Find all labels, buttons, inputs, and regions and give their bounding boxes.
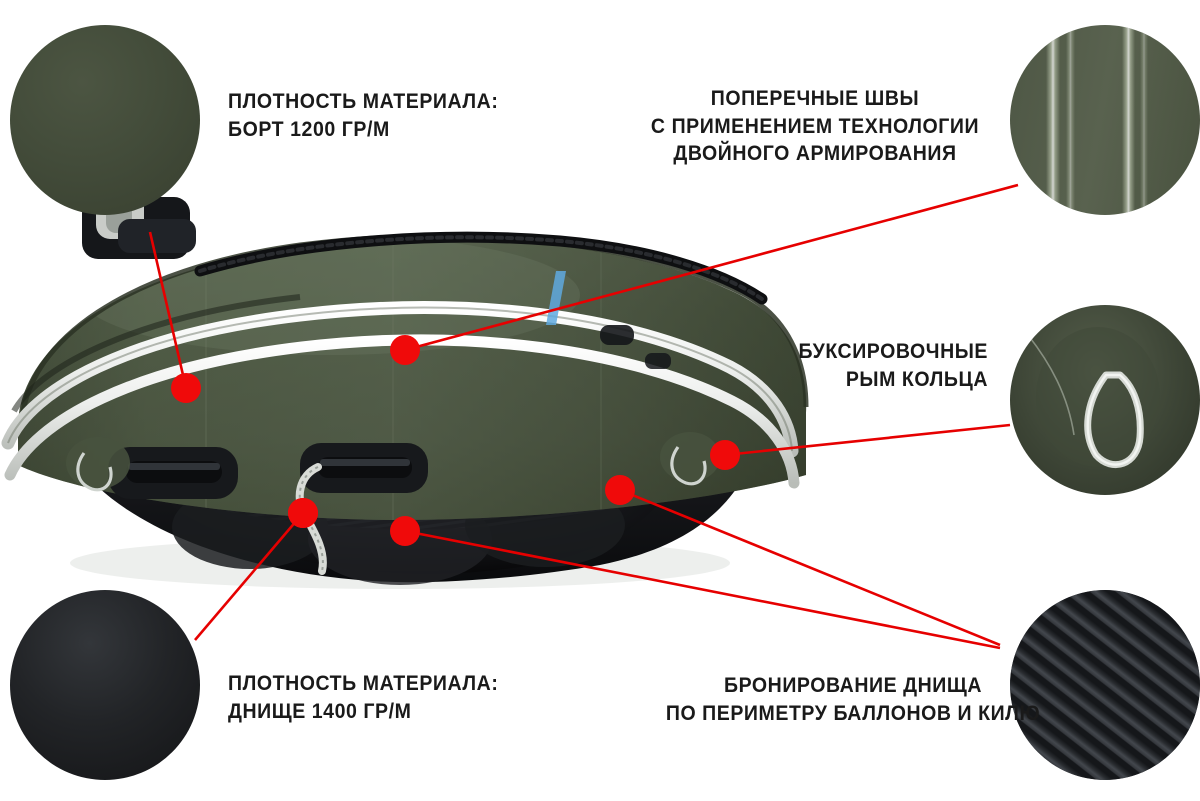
label-material-density-bottom: ПЛОТНОСТЬ МАТЕРИАЛА: ДНИЩЕ 1400 ГР/М xyxy=(228,670,498,725)
seam-fabric-texture xyxy=(1010,25,1200,215)
seam-stripe-2 xyxy=(1066,25,1075,215)
leader-armor-right xyxy=(619,488,1001,647)
marker-bottom-fabric[interactable] xyxy=(288,498,318,528)
marker-d-ring-right[interactable] xyxy=(710,440,740,470)
label-line: РЫМ КОЛЬЦА xyxy=(845,367,988,391)
label-line: ДНИЩЕ 1400 ГР/М xyxy=(228,699,412,723)
inset-bottom-fabric-swatch xyxy=(10,590,200,780)
leader-tube-fabric xyxy=(148,231,188,389)
leader-armor-center xyxy=(404,529,1001,650)
label-material-density-tube: ПЛОТНОСТЬ МАТЕРИАЛА: БОРТ 1200 ГР/М xyxy=(228,88,498,143)
leader-bottom-fabric xyxy=(194,512,304,641)
label-bottom-armoring: БРОНИРОВАНИЕ ДНИЩА ПО ПЕРИМЕТРУ БАЛЛОНОВ… xyxy=(666,672,1040,727)
seam-stripe-1 xyxy=(1046,25,1060,215)
bottom-fabric-texture xyxy=(10,590,200,780)
label-line: БОРТ 1200 ГР/М xyxy=(228,117,390,141)
label-line: ПОПЕРЕЧНЫЕ ШВЫ xyxy=(710,87,920,110)
label-line: БУКСИРОВОЧНЫЕ xyxy=(798,340,988,363)
carry-handle-left xyxy=(108,447,238,499)
label-line: ПЛОТНОСТЬ МАТЕРИАЛА: xyxy=(228,672,499,695)
seam-stripe-3 xyxy=(1122,25,1135,215)
label-line: ПЛОТНОСТЬ МАТЕРИАЛА: xyxy=(228,90,499,113)
inset-d-ring-closeup xyxy=(1010,305,1200,495)
d-ring-left xyxy=(66,437,130,492)
d-ring-right xyxy=(660,432,720,486)
marker-armor-right[interactable] xyxy=(605,475,635,505)
inset-tube-fabric-swatch xyxy=(10,25,200,215)
marker-tube-fabric[interactable] xyxy=(171,373,201,403)
marker-seam[interactable] xyxy=(390,335,420,365)
carry-handle-right xyxy=(300,443,428,493)
seam-stripe-4 xyxy=(1140,25,1148,215)
label-transverse-seams: ПОПЕРЕЧНЫЕ ШВЫ С ПРИМЕНЕНИЕМ ТЕХНОЛОГИИ … xyxy=(651,85,979,168)
leader-d-ring xyxy=(724,423,1011,457)
tube-fabric-texture xyxy=(10,25,200,215)
armor-rib-texture xyxy=(1010,590,1200,780)
inset-seam-closeup xyxy=(1010,25,1200,215)
inset-armor-texture xyxy=(1010,590,1200,780)
label-towing-eye-rings: БУКСИРОВОЧНЫЕ РЫМ КОЛЬЦА xyxy=(798,338,988,393)
label-line: С ПРИМЕНЕНИЕМ ТЕХНОЛОГИИ xyxy=(650,114,980,138)
boat-illustration xyxy=(1,185,809,589)
label-line: ДВОЙНОГО АРМИРОВАНИЯ xyxy=(673,142,957,166)
d-ring-closeup-shape xyxy=(1027,327,1160,469)
label-line: БРОНИРОВАНИЕ ДНИЩА xyxy=(723,674,983,697)
leader-seam xyxy=(404,183,1019,352)
label-line: ПО ПЕРИМЕТРУ БАЛЛОНОВ И КИЛЮ xyxy=(665,701,1041,725)
inflatable-boat-photo xyxy=(0,175,820,595)
marker-armor-center[interactable] xyxy=(390,516,420,546)
